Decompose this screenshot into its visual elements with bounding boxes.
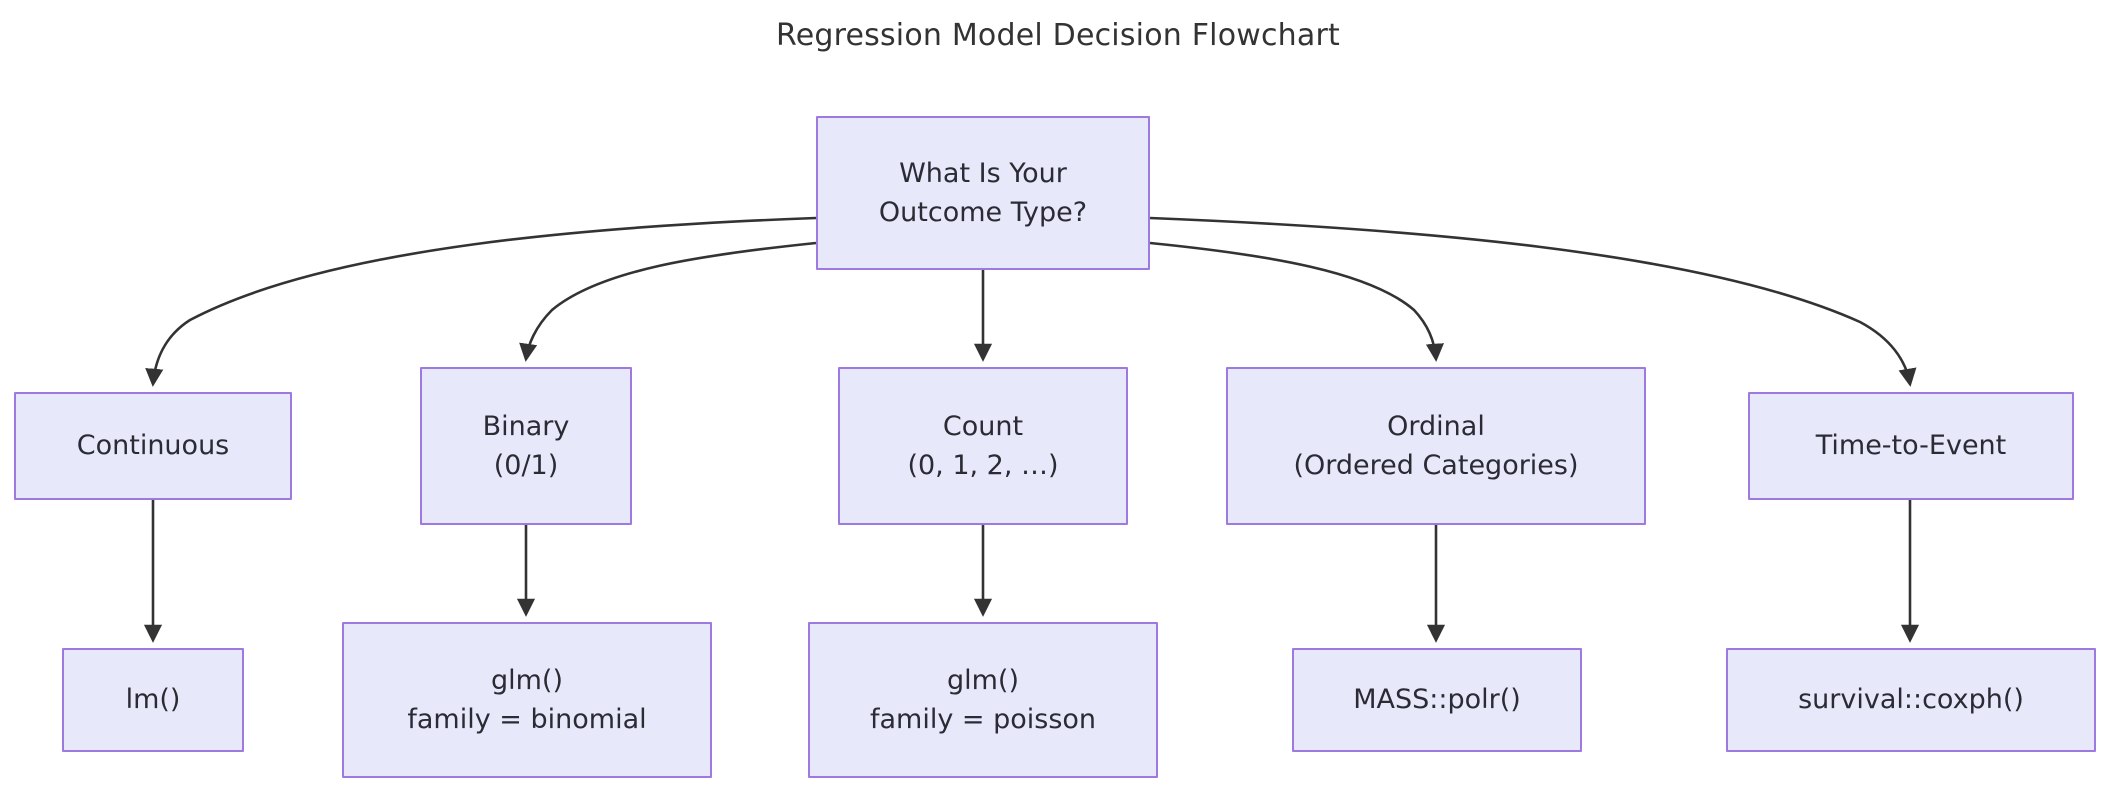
node-label-secondary: family = poisson [869, 704, 1097, 735]
node-label-secondary: (Ordered Categories) [1293, 450, 1579, 481]
flowchart-node-glm_pois[interactable]: glm() family = poisson [808, 622, 1158, 778]
node-label-secondary: family = binomial [407, 704, 647, 735]
node-label-primary: glm() [490, 664, 563, 696]
node-label-primary: glm() [946, 664, 1019, 696]
node-label-primary: What Is Your [899, 157, 1067, 189]
flowchart-node-timetoevent[interactable]: Time-to-Event [1748, 392, 2074, 500]
flowchart-node-polr[interactable]: MASS::polr() [1292, 648, 1582, 752]
node-label-primary: Continuous [76, 430, 230, 462]
flowchart-edge [1149, 241, 1444, 362]
flowchart-edge [1149, 216, 1917, 387]
node-label-primary: lm() [125, 684, 181, 716]
flowchart-edge [145, 216, 817, 387]
flowchart-node-coxph[interactable]: survival::coxph() [1726, 648, 2096, 752]
page-title: Regression Model Decision Flowchart [776, 18, 1340, 53]
flowchart-node-lm[interactable]: lm() [62, 648, 244, 752]
node-label-primary: Time-to-Event [1815, 430, 2007, 462]
node-label-primary: survival::coxph() [1798, 684, 2024, 716]
node-label-primary: MASS::polr() [1353, 684, 1521, 716]
flowchart-node-glm_binom[interactable]: glm() family = binomial [342, 622, 712, 778]
flowchart-edge [519, 241, 817, 362]
node-label-primary: Binary [482, 410, 570, 442]
node-label-primary: Count [942, 410, 1024, 442]
node-label-secondary: (0/1) [493, 450, 559, 481]
flowchart-node-continuous[interactable]: Continuous [14, 392, 292, 500]
flowchart-node-count[interactable]: Count (0, 1, 2, …) [838, 367, 1128, 525]
node-label-secondary: Outcome Type? [878, 197, 1088, 228]
flowchart-node-ordinal[interactable]: Ordinal (Ordered Categories) [1226, 367, 1646, 525]
node-label-secondary: (0, 1, 2, …) [907, 450, 1059, 481]
node-label-primary: Ordinal [1387, 410, 1485, 442]
flowchart-node-binary[interactable]: Binary (0/1) [420, 367, 632, 525]
